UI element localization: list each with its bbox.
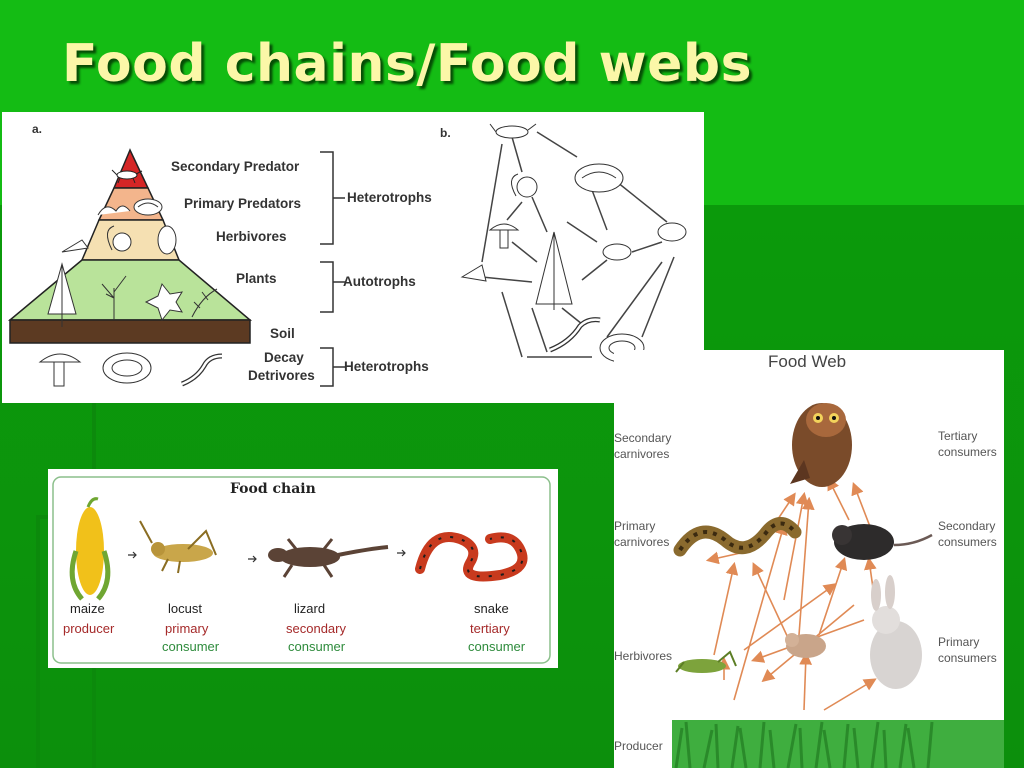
millipede-icon [102,352,152,384]
decay-label: Decay [264,350,304,365]
rat-icon [832,524,933,560]
secondary-consumer-label: consumer [288,639,346,654]
lizard-icon [268,538,389,578]
panel-label-a: a. [32,122,43,136]
earthworm-icon [181,353,223,387]
grasshopper-icon [61,239,89,253]
secondary-predator-label: Secondary Predator [171,159,300,174]
food-web-drawing [672,403,1004,768]
locust-icon [139,520,217,574]
tier-soil [9,319,251,344]
primary-consumers-label-line1: Primary [938,635,980,649]
squirrel-icon [107,225,132,252]
tertiary-consumer-label: consumer [468,639,526,654]
lizard-label: lizard [294,601,326,616]
tertiary-consumers-label-line1: Tertiary [938,429,978,443]
web-snake-icon [574,163,624,193]
snake-photo-icon [673,517,802,557]
background-accent-line [36,515,50,519]
rabbit-icon [870,575,922,689]
secondary-carnivores-label-line1: Secondary [614,431,672,445]
soil-label: Soil [270,326,295,341]
mushroom-icon [38,353,82,387]
maize-icon [69,497,111,601]
food-web-arrows [705,477,880,711]
detrivores-label: Detrivores [248,368,315,383]
primary-label: primary [165,621,209,636]
web-fox-icon [489,123,537,139]
trophic-pyramid-drawing [7,123,687,387]
primary-consumers-label-line2: consumers [938,651,997,665]
snake-icon [133,198,163,216]
fox-icon [111,169,143,184]
web-squirrel-icon [511,173,538,198]
web-pine-icon [535,231,573,310]
slide-title: Food chains/Food webs [62,34,753,94]
flower-icon [144,282,183,322]
beetle-icon [157,225,177,255]
locust-label: locust [168,601,202,616]
herbivores-web-label: Herbivores [614,649,673,663]
secondary-consumers-label-line2: consumers [938,535,997,549]
food-chain-title: Food chain [230,481,316,497]
pine-tree-icon [47,262,77,327]
web-worm-icon [549,317,601,353]
food-chain-panel: Food chain maize producer locust primary… [48,469,558,668]
heterotrophs-lower-label: Heterotrophs [344,359,429,374]
primary-predators-label: Primary Predators [184,196,302,211]
heterotrophs-bracket [320,151,345,245]
maize-label: maize [70,601,105,616]
snake-chain-icon [415,532,528,582]
secondary-label: secondary [286,621,346,636]
tertiary-label: tertiary [470,621,510,636]
secondary-carnivores-label-line2: carnivores [614,447,670,461]
grasshopper-photo-icon [675,650,737,673]
hawk-icon [97,205,131,216]
producer-web-label: Producer [614,739,663,753]
web-grasshopper-icon [460,264,487,282]
primary-carnivores-label-line2: carnivores [614,535,670,549]
autotrophs-bracket [320,261,345,313]
trophic-pyramid-panel: a. b. Secondary Predator Primary Predato… [2,112,704,403]
heterotrophs-bracket-lower [320,347,345,387]
autotrophs-label: Autotrophs [343,274,416,289]
fern-icon [191,288,218,318]
web-sketch-lines [481,131,675,358]
producer-label: producer [63,621,115,636]
heterotrophs-label: Heterotrophs [347,190,432,205]
plants-label: Plants [236,271,277,286]
grass-blades [674,721,934,768]
primary-consumer-label: consumer [162,639,220,654]
owl-icon [790,403,852,487]
web-mushroom-icon [488,223,520,249]
mouse-icon [785,633,826,658]
food-chain-arrows [128,549,406,563]
background-accent-line [36,515,40,768]
primary-carnivores-label-line1: Primary [614,519,656,533]
snake-label: snake [474,601,509,616]
web-beetle-icon [602,243,632,261]
secondary-consumers-label-line1: Secondary [938,519,996,533]
web-frog-icon [657,222,687,242]
tier-secondary-predator [112,148,150,189]
tier-plants [7,259,253,321]
herbivores-label: Herbivores [216,229,287,244]
food-chain-drawing [52,476,551,664]
food-chain-frame [52,476,551,664]
grass-producer [672,720,1004,768]
panel-label-b: b. [440,126,451,140]
food-web-panel: Food Web Secondary carnivores Primary ca… [614,350,1004,768]
food-web-title: Food Web [768,352,847,371]
tertiary-consumers-label-line2: consumers [938,445,997,459]
bare-tree-icon [101,275,127,320]
